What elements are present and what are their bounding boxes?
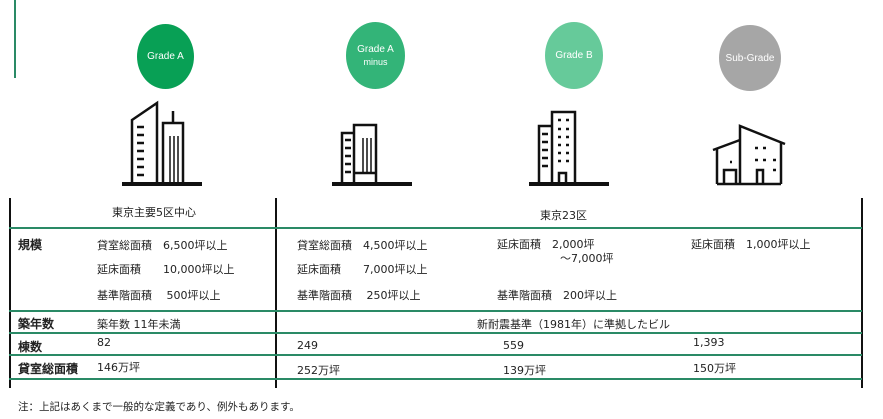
sub-grade-badge: Sub-Grade: [719, 25, 781, 91]
grade-a-label: Grade A: [147, 51, 184, 62]
cell-scale-b: ～7,000坪: [560, 252, 614, 265]
cell-scale-b: 基準階面積 200坪以上: [497, 289, 617, 302]
table-right-border: [861, 198, 863, 388]
row-label-area: 貸室総面積: [18, 362, 79, 376]
row-label-scale: 規模: [18, 238, 43, 252]
cell-count-a: 82: [97, 336, 111, 349]
grade-b-label: Grade B: [555, 50, 593, 61]
row-divider: [9, 227, 862, 229]
cell-scale-a-minus: 貸室総面積 4,500坪以上: [297, 239, 428, 252]
grade-a-minus-sub: minus: [363, 56, 388, 67]
accent-line: [14, 0, 16, 78]
table-left-border: [9, 198, 11, 388]
skyscraper-icon: [122, 100, 202, 186]
cell-age-others: 新耐震基準（1981年）に準拠したビル: [477, 318, 670, 331]
header-tokyo-23-wards: 東京23区: [540, 209, 587, 222]
cell-age-a: 築年数 11年未満: [97, 318, 181, 331]
grade-a-minus-label: Grade A: [357, 43, 394, 55]
row-divider: [9, 354, 862, 356]
cell-scale-a: 基準階面積 500坪以上: [97, 289, 221, 302]
row-divider: [9, 378, 862, 380]
cell-area-b: 139万坪: [503, 364, 546, 377]
row-label-age: 築年数: [18, 317, 55, 331]
cell-area-a-minus: 252万坪: [297, 364, 340, 377]
grade-b-badge: Grade B: [545, 22, 603, 89]
cell-area-a: 146万坪: [97, 361, 140, 374]
cell-scale-b: 延床面積 2,000坪: [497, 238, 595, 251]
header-central-5-wards: 東京主要5区中心: [112, 206, 196, 219]
row-divider: [9, 310, 862, 312]
cell-count-b: 559: [503, 339, 524, 352]
row-label-count: 棟数: [18, 340, 43, 354]
cell-scale-a: 貸室総面積 6,500坪以上: [97, 239, 228, 252]
grade-a-badge: Grade A: [137, 24, 194, 89]
cell-scale-sub: 延床面積 1,000坪以上: [691, 238, 811, 251]
cell-scale-a: 延床面積 10,000坪以上: [97, 263, 235, 276]
mid-rise-building-icon: [332, 123, 412, 186]
cell-scale-a-minus: 延床面積 7,000坪以上: [297, 263, 428, 276]
office-building-icon: [529, 110, 609, 186]
cell-count-a-minus: 249: [297, 339, 318, 352]
cell-scale-a-minus: 基準階面積 250坪以上: [297, 289, 421, 302]
sub-grade-label: Sub-Grade: [725, 52, 775, 64]
cell-area-sub: 150万坪: [693, 362, 736, 375]
house-icon: [712, 124, 786, 186]
row-divider: [9, 332, 862, 334]
cell-count-sub: 1,393: [693, 336, 725, 349]
column-divider: [275, 198, 277, 388]
footnote: 注：上記はあくまで一般的な定義であり、例外もあります。: [18, 401, 300, 413]
